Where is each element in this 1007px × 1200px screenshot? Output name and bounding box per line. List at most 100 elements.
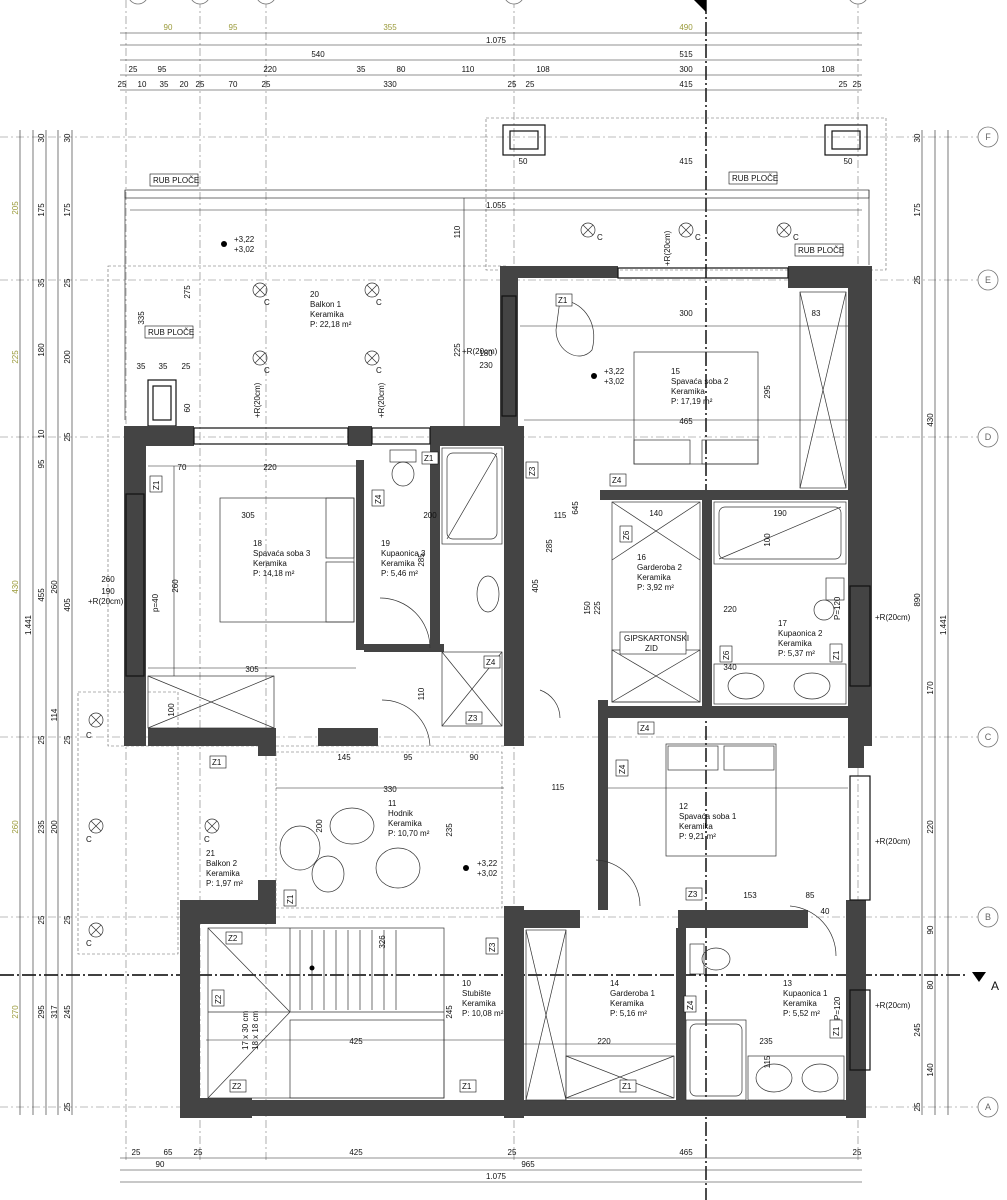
light-symbols (88, 222, 792, 938)
svg-text:P: 17,19 m²: P: 17,19 m² (671, 397, 713, 406)
wall-tag-z3: Z3 (685, 887, 703, 901)
bottom-dim: 25 (132, 1148, 141, 1157)
dim-label: 230 (479, 361, 493, 370)
bottom-dim: 65 (164, 1148, 173, 1157)
svg-text:Z2: Z2 (214, 994, 223, 1004)
svg-text:B: B (985, 912, 991, 922)
pr120-note: P=120 (833, 996, 842, 1020)
corridor-outline (275, 751, 503, 909)
svg-text:13: 13 (783, 979, 792, 988)
light-c: C (376, 366, 382, 375)
svg-text:Z3: Z3 (528, 466, 537, 476)
dim-label: 285 (417, 553, 426, 567)
left-dim: 225 (11, 350, 20, 364)
top-dim: 355 (383, 23, 397, 32)
svg-text:Z6: Z6 (722, 650, 731, 660)
top-dim: 10 (138, 80, 147, 89)
dim-label: 235 (759, 1037, 773, 1046)
dim-label: 153 (743, 891, 757, 900)
svg-text:P: 9,21 m²: P: 9,21 m² (679, 832, 716, 841)
top-dim: 25 (196, 80, 205, 89)
svg-text:+3,22: +3,22 (477, 859, 498, 868)
svg-text:Spavaća soba 2: Spavaća soba 2 (671, 377, 729, 386)
wall-tag-z4: Z4 (371, 489, 385, 507)
svg-text:Z3: Z3 (688, 890, 698, 899)
svg-text:GIPSKARTONSKI: GIPSKARTONSKI (624, 634, 689, 643)
right-dim: 25 (913, 1102, 922, 1111)
svg-text:21: 21 (206, 849, 215, 858)
dim-label: 465 (679, 417, 693, 426)
wall-tag-z1: Z1 (829, 643, 843, 663)
dim-label: 115 (763, 1055, 772, 1068)
rub-ploce-label-2: RUB PLOČE (728, 171, 778, 185)
svg-text:Z1: Z1 (212, 758, 222, 767)
svg-text:RUB PLOČE: RUB PLOČE (148, 328, 194, 337)
wall-tag-z1: Z1 (829, 1019, 843, 1039)
svg-text:Garderoba 1: Garderoba 1 (610, 989, 655, 998)
dim-label: 190 (773, 509, 787, 518)
svg-text:Keramika: Keramika (778, 639, 812, 648)
light-c: C (264, 366, 270, 375)
windows (125, 267, 871, 1071)
dim-label: 340 (723, 663, 737, 672)
dim-label: 50 (519, 157, 528, 166)
dim-label: 225 (593, 601, 602, 615)
top-dimensions (120, 32, 862, 91)
svg-text:19: 19 (381, 539, 390, 548)
dim-label: 35 (137, 362, 146, 371)
svg-text:Keramika: Keramika (637, 573, 671, 582)
left-dim: 260 (11, 820, 20, 834)
svg-text:Balkon 1: Balkon 1 (310, 300, 342, 309)
top-dim: 25 (839, 80, 848, 89)
svg-text:+3,22: +3,22 (604, 367, 625, 376)
left-dim: 200 (50, 820, 59, 834)
gipskartonski-label: GIPSKARTONSKI ZID (619, 631, 689, 655)
dim-label: 285 (545, 539, 554, 553)
dim-label: 415 (679, 157, 693, 166)
dim-label: 220 (263, 463, 277, 472)
rub-ploce-label-1: RUB PLOČE (149, 173, 199, 187)
wall-tag-z6: Z6 (619, 525, 633, 543)
bottom-dim: 425 (349, 1148, 363, 1157)
wall-tag-z2: Z2 (225, 931, 243, 945)
left-dim: 270 (11, 1005, 20, 1019)
svg-text:Keramika: Keramika (671, 387, 705, 396)
top-dim: 490 (679, 23, 693, 32)
svg-text:Spavaća soba 1: Spavaća soba 1 (679, 812, 737, 821)
r20-note: +R(20cm) (462, 347, 498, 356)
left-dimensions (19, 130, 73, 1115)
level-marker-room15: +3,22 +3,02 (591, 367, 625, 386)
toilet-19 (389, 449, 417, 487)
svg-text:Z4: Z4 (486, 658, 496, 667)
top-dim: 35 (160, 80, 169, 89)
r20-note: +R(20cm) (253, 382, 262, 418)
svg-text:Garderoba 2: Garderoba 2 (637, 563, 682, 572)
wall-tag-z1: Z1 (149, 475, 163, 493)
wall-tag-z1: Z1 (619, 1079, 637, 1093)
dim-label: 25 (182, 362, 191, 371)
svg-text:Z4: Z4 (686, 1000, 695, 1010)
room-label-13: 13 Kupaonica 1 Keramika P: 5,52 m² (783, 979, 828, 1018)
level-marker-balcony: +3,22 +3,02 (221, 235, 255, 254)
pr120-note: P=120 (833, 596, 842, 620)
svg-text:12: 12 (679, 802, 688, 811)
dim-label: 115 (552, 783, 565, 792)
left-dim: 260 (50, 580, 59, 594)
svg-text:Z2: Z2 (232, 1082, 242, 1091)
left-dim: 25 (63, 278, 72, 287)
top-dim: 110 (462, 65, 475, 74)
wardrobe-room-18 (147, 675, 275, 729)
left-dim: 205 (11, 201, 20, 215)
left-dim: 235 (37, 820, 46, 834)
svg-text:Z1: Z1 (152, 480, 161, 490)
bed-room-15 (633, 351, 759, 465)
r20-note: +R(20cm) (875, 837, 911, 846)
dim-label: 50 (844, 157, 853, 166)
dim-label: 260 (171, 579, 180, 593)
room-label-18: 18 Spavaća soba 3 Keramika P: 14,18 m² (253, 539, 311, 578)
dim-label: 40 (821, 907, 830, 916)
svg-text:P: 5,52 m²: P: 5,52 m² (783, 1009, 820, 1018)
pr40-note: p=40 (151, 593, 160, 612)
doors (379, 299, 837, 957)
light-c: C (793, 233, 799, 242)
